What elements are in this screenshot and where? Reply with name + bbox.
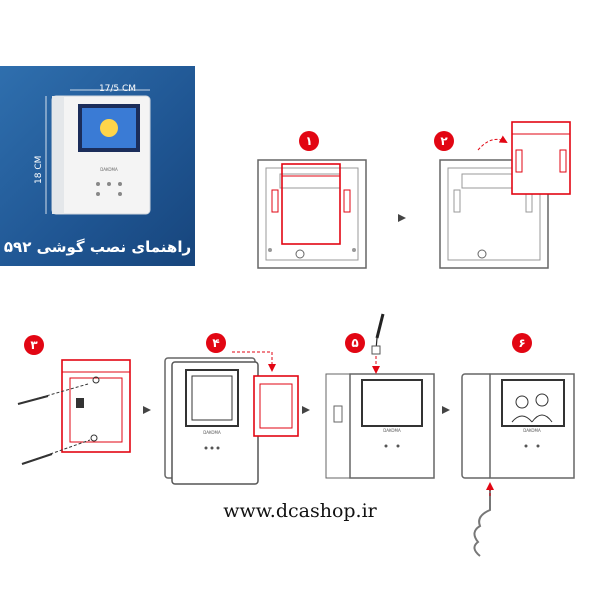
step-5-drawing: DAKOMA [325,313,435,479]
step-1-drawing [257,159,367,269]
step-5-badge: ۵ [345,333,365,353]
svg-text:DAKOMA: DAKOMA [523,428,541,433]
step-4-badge: ۴ [206,333,226,353]
step-6-badge: ۶ [512,333,532,353]
banner-title: راهنمای نصب گوشی ۵۹۲ [3,238,192,256]
arrow-5-to-6 [442,406,450,414]
arrow-1-to-2 [398,214,406,222]
step-4-drawing: DAKOMA [164,351,299,485]
step-2-drawing [439,121,571,269]
svg-text:DAKOMA: DAKOMA [100,167,118,172]
step-3-drawing [17,359,131,465]
svg-text:DAKOMA: DAKOMA [383,428,401,433]
svg-text:DAKOMA: DAKOMA [203,430,221,435]
width-dimension-label: 17/5 CM [98,84,137,94]
monitor-thumbnail: DAKOMA [45,89,151,215]
step-6-drawing: DAKOMA [461,373,575,557]
step-2-badge: ۲ [434,131,454,151]
product-banner: DAKOMA 17/5 CM 18 CM راهنمای نصب گوشی ۵۹… [0,66,195,266]
arrow-4-to-5 [302,406,310,414]
arrow-3-to-4 [143,406,151,414]
step-3-badge: ۳ [24,335,44,355]
step-1-badge: ۱ [299,131,319,151]
website-url: www.dcashop.ir [223,500,377,522]
